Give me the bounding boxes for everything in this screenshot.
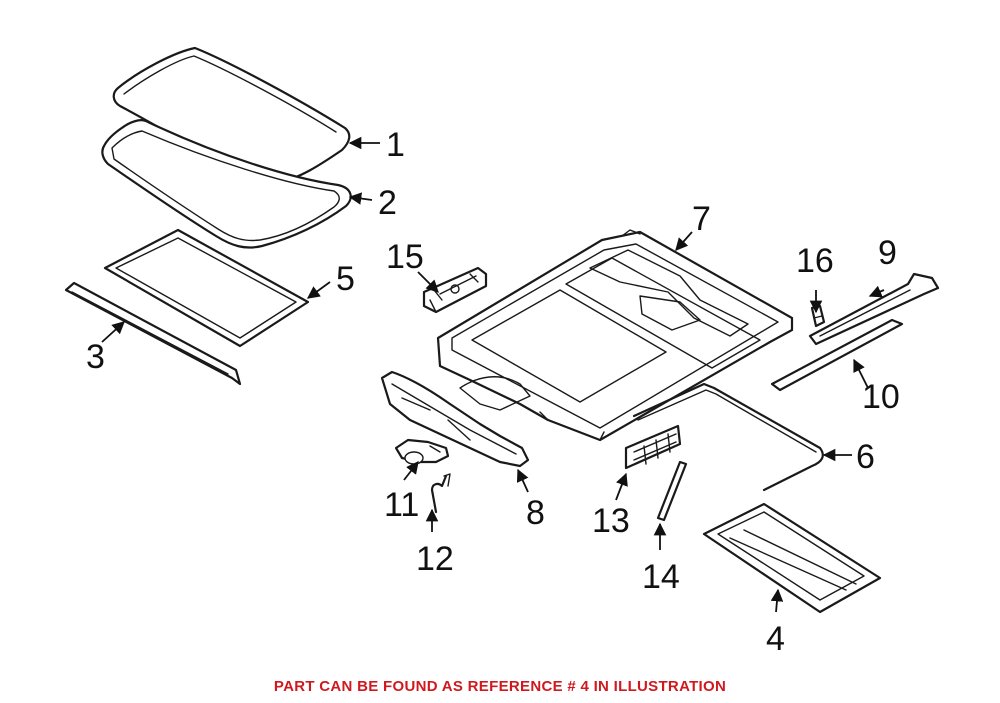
callout-14: 14 xyxy=(642,558,680,596)
leader-lines xyxy=(101,136,885,613)
part-1-glass-panel[interactable] xyxy=(112,46,351,184)
part-5-frame[interactable] xyxy=(103,228,310,348)
callout-8: 8 xyxy=(526,494,545,532)
callout-11: 11 xyxy=(384,486,419,524)
callout-5: 5 xyxy=(336,260,355,298)
callout-6: 6 xyxy=(856,438,875,476)
part-3-rail-strip[interactable] xyxy=(64,281,242,386)
callout-16: 16 xyxy=(796,242,834,280)
part-12-drain-tube[interactable] xyxy=(430,473,451,514)
part-2-seal[interactable] xyxy=(101,119,352,249)
part-9-side-rail[interactable] xyxy=(808,272,940,346)
callout-labels: 1 2 3 4 5 6 7 8 9 10 11 12 13 14 15 16 xyxy=(86,126,900,658)
callout-12: 12 xyxy=(416,540,454,578)
part-14-strip[interactable] xyxy=(656,460,688,522)
part-16-clip[interactable] xyxy=(810,304,826,328)
part-10-side-strip[interactable] xyxy=(770,318,904,392)
callout-10: 10 xyxy=(862,378,900,416)
callout-1: 1 xyxy=(386,126,405,164)
part-13-panel[interactable] xyxy=(624,424,682,470)
reference-caption: PART CAN BE FOUND AS REFERENCE # 4 IN IL… xyxy=(273,678,727,695)
part-4-sunshade[interactable] xyxy=(702,502,882,614)
part-15-bracket[interactable] xyxy=(422,266,488,314)
callout-9: 9 xyxy=(878,234,897,272)
callout-15: 15 xyxy=(386,238,424,276)
part-7-main-frame[interactable] xyxy=(436,229,794,442)
callout-7: 7 xyxy=(692,200,711,238)
callout-4: 4 xyxy=(766,620,785,658)
callout-3: 3 xyxy=(86,338,105,376)
part-8-deflector[interactable] xyxy=(380,370,530,468)
part-11-motor[interactable] xyxy=(394,438,450,465)
callout-2: 2 xyxy=(378,184,397,222)
callout-13: 13 xyxy=(592,502,630,540)
